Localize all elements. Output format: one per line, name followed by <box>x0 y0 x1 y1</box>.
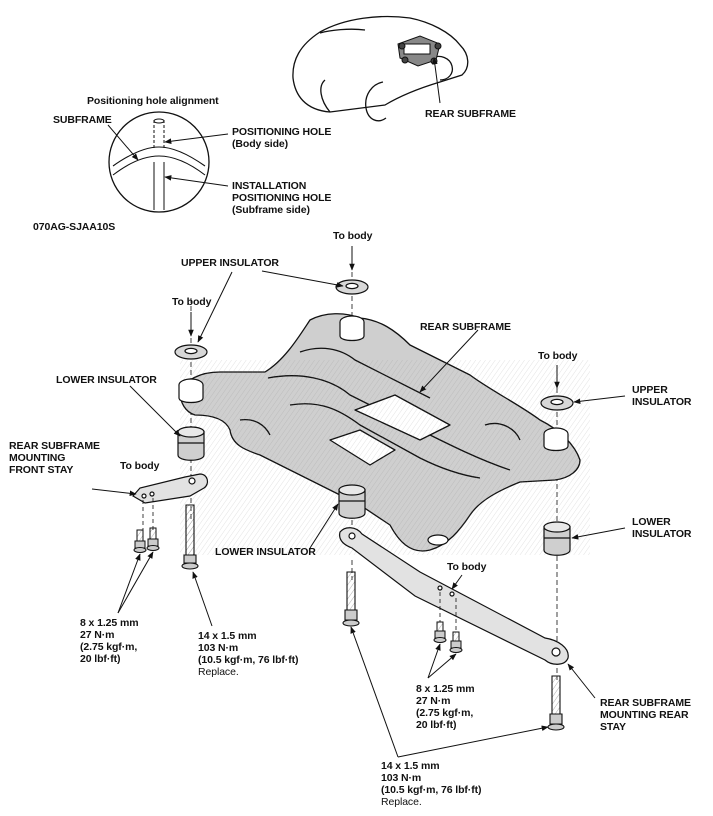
bolt-small-right-spec: 8 x 1.25 mm 27 N·m (2.75 kgf·m, 20 lbf·f… <box>416 683 475 731</box>
inset-positioning-hole-label: POSITIONING HOLE (Body side) <box>232 126 331 150</box>
upper-insulator-right <box>541 396 573 410</box>
upper-insulator-right-label: UPPER INSULATOR <box>632 384 691 408</box>
bolt-large-left-spec: 14 x 1.5 mm 103 N·m (10.5 kgf·m, 76 lbf·… <box>198 630 298 678</box>
rear-stay-line3: STAY <box>600 721 626 733</box>
inset-installation-hole-label: INSTALLATION POSITIONING HOLE (Subframe … <box>232 180 331 216</box>
spec-line: 14 x 1.5 mm <box>198 630 257 642</box>
to-body-top-label: To body <box>333 230 373 242</box>
front-stay-line3: FRONT STAY <box>9 464 74 476</box>
spec-line: Replace. <box>198 666 239 678</box>
spec-line: 27 N·m <box>416 695 451 707</box>
lower-insulator-left-label: LOWER INSULATOR <box>56 374 157 386</box>
to-body-rear-stay-label: To body <box>447 561 487 573</box>
rear-stay-line1: REAR SUBFRAME <box>600 697 691 709</box>
spec-line: (2.75 kgf·m, <box>416 707 474 719</box>
upper-insulator-left-label: UPPER INSULATOR <box>181 257 279 269</box>
bolt-small-left-b <box>147 528 159 551</box>
rear-subframe-label: REAR SUBFRAME <box>420 321 511 333</box>
car-subframe-mini <box>398 36 441 66</box>
bolt-large-right <box>548 676 564 730</box>
positioning-hole-line2: (Body side) <box>232 138 289 150</box>
lower-insulator-right-label: LOWER INSULATOR <box>632 516 691 540</box>
installation-hole-line2: POSITIONING HOLE <box>232 192 332 204</box>
lower-insulator-right-line2: INSULATOR <box>632 528 692 540</box>
car-leader <box>432 57 440 103</box>
bolt-small-right-a <box>434 622 446 643</box>
spec-line: 8 x 1.25 mm <box>416 683 475 695</box>
spec-line: 8 x 1.25 mm <box>80 617 139 629</box>
rear-stay <box>340 528 569 665</box>
spec-line: 20 lbf·ft) <box>80 653 121 665</box>
bolt-small-left-a <box>134 530 146 553</box>
spec-line: (2.75 kgf·m, <box>80 641 138 653</box>
car-subframe-label: REAR SUBFRAME <box>425 108 516 120</box>
upper-insulator-left <box>175 345 207 359</box>
spec-line: 14 x 1.5 mm <box>381 760 440 772</box>
rear-stay-line2: MOUNTING REAR <box>600 709 689 721</box>
spec-line: 103 N·m <box>381 772 422 784</box>
front-stay-label: REAR SUBFRAME MOUNTING FRONT STAY <box>9 440 100 476</box>
upper-insulator-center <box>336 280 368 294</box>
alignment-inset <box>109 112 209 212</box>
rear-stay-label: REAR SUBFRAME MOUNTING REAR STAY <box>600 697 691 733</box>
lower-insulator-center-label: LOWER INSULATOR <box>215 546 316 558</box>
lower-insulator-center <box>339 485 365 518</box>
installation-hole-line1: INSTALLATION <box>232 180 307 192</box>
front-stay-line1: REAR SUBFRAME <box>9 440 100 452</box>
car-outline <box>293 17 468 121</box>
inset-subframe-label: SUBFRAME <box>53 114 112 126</box>
lower-insulator-right-line1: LOWER <box>632 516 671 528</box>
spec-line: (10.5 kgf·m, 76 lbf·ft) <box>198 654 299 666</box>
to-body-right-label: To body <box>538 350 578 362</box>
inset-title: Positioning hole alignment <box>87 95 219 107</box>
lower-insulator-right <box>544 522 570 555</box>
bolt-large-left <box>182 505 198 569</box>
positioning-hole-line1: POSITIONING HOLE <box>232 126 332 138</box>
front-stay <box>133 474 207 503</box>
to-body-left-label: To body <box>172 296 212 308</box>
spec-line: 27 N·m <box>80 629 115 641</box>
figure-code: 070AG-SJAA10S <box>33 221 116 233</box>
spec-line: 103 N·m <box>198 642 239 654</box>
bolt-large-bottom-spec: 14 x 1.5 mm 103 N·m (10.5 kgf·m, 76 lbf·… <box>381 760 481 808</box>
to-body-front-stay-label: To body <box>120 460 160 472</box>
upper-insulator-right-line2: INSULATOR <box>632 396 692 408</box>
spec-line: (10.5 kgf·m, 76 lbf·ft) <box>381 784 482 796</box>
bolt-large-center <box>343 572 359 626</box>
spec-line: Replace. <box>381 796 422 808</box>
bolt-small-right-b <box>450 632 462 653</box>
spec-line: 20 lbf·ft) <box>416 719 457 731</box>
lower-insulator-left <box>178 427 204 460</box>
upper-insulator-right-line1: UPPER <box>632 384 668 396</box>
front-stay-line2: MOUNTING <box>9 452 66 464</box>
bolt-small-left-spec: 8 x 1.25 mm 27 N·m (2.75 kgf·m, 20 lbf·f… <box>80 617 139 665</box>
installation-hole-line3: (Subframe side) <box>232 204 310 216</box>
